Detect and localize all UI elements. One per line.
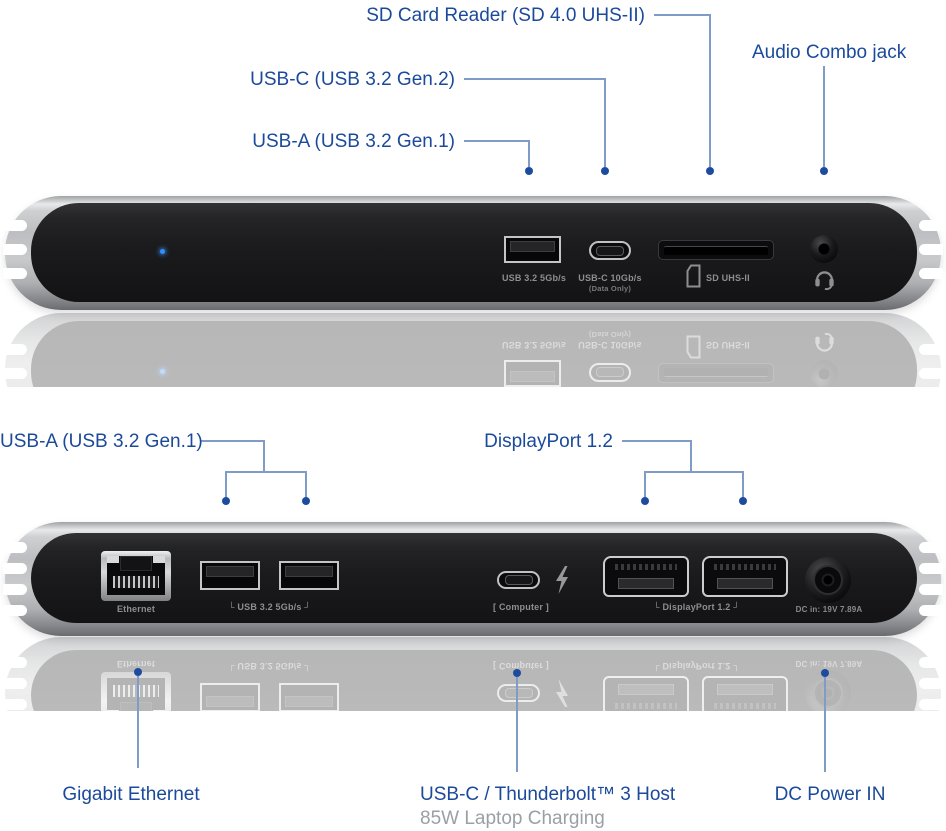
usbc-callout-line-v [604,78,606,167]
usba-back-callout-stem [263,440,265,473]
usba-back-dot-right [302,497,310,505]
dc-jack-label: DC in: 19V 7.89A [795,605,863,614]
back-dock-reflection: Ethernet └ USB 3.2 5Gb/s ┘ [ Computer ] … [0,637,946,711]
front-usb-c-port [589,241,631,260]
usba-back-callout-branch-right [305,471,307,498]
audio-callout-dot [820,167,828,175]
usbc-callout-dot [601,167,609,175]
dc-power-jack [805,557,851,603]
audio-callout-line-v [823,66,825,167]
dp-callout-branch-right [742,471,744,498]
dp-callout-branch-left [644,471,646,498]
label-dc-power: DC Power IN [774,784,886,805]
sd-card-icon [686,264,701,288]
displayport-port-1 [603,556,689,597]
label-audio-combo: Audio Combo jack [752,42,907,63]
headset-icon [815,271,834,291]
usba-callout-line-h [464,140,530,142]
sd-callout-line-v [709,14,711,167]
usba-back-callout-branch-left [225,471,227,498]
host-usb-c-port [497,571,540,589]
front-dock-reflection: USB 3.2 5Gb/s USB-C 10Gb/s (Data Only) S… [0,313,946,387]
front-usb-a-port-label: USB 3.2 5Gb/s [501,273,567,283]
host-callout-dot [513,669,521,677]
label-sd-card-reader: SD Card Reader (SD 4.0 UHS-II) [366,5,645,26]
usba-callout-line-v [528,140,530,167]
usba-back-callout-bracket [225,471,307,473]
dp-callout-stem [690,440,692,473]
ethernet-port-label: Ethernet [116,604,156,614]
dp-dot-right [739,497,747,505]
label-host-sub: 85W Laptop Charging [420,808,605,829]
back-usb-a-port-1 [200,561,260,590]
front-usb-c-port-label: USB-C 10Gb/s [578,273,642,283]
label-gigabit-ethernet: Gigabit Ethernet [62,784,200,805]
sd-callout-line-h [654,14,711,16]
power-led-icon [160,249,165,254]
host-usb-c-port-label: [ Computer ] [493,602,549,612]
usba-callout-dot [525,167,533,175]
front-dock: USB 3.2 5Gb/s USB-C 10Gb/s (Data Only) S… [3,196,943,310]
sd-card-slot [658,240,774,260]
displayport-port-2 [702,556,788,597]
label-displayport: DisplayPort 1.2 [484,431,613,452]
front-usb-a-port [504,236,561,263]
dp-callout-line-h [622,440,692,442]
ethernet-port [101,551,171,601]
thunderbolt-icon [556,566,568,594]
sd-callout-dot [706,167,714,175]
ethernet-callout-line-v [137,676,139,768]
usba-back-callout-line-h [200,440,265,442]
front-usb-c-port-sublabel: (Data Only) [588,284,632,293]
label-usb-c-front: USB-C (USB 3.2 Gen.2) [250,69,455,90]
label-usb-a-front: USB-A (USB 3.2 Gen.1) [252,131,455,152]
back-usb-a-port-2 [279,561,339,590]
dp-dot-left [641,497,649,505]
dc-callout-dot [821,669,829,677]
host-callout-line-v [516,677,518,772]
back-dock: Ethernet └ USB 3.2 5Gb/s ┘ [ Computer ] … [3,522,943,636]
label-host: USB-C / Thunderbolt™ 3 Host [420,784,676,805]
usbc-callout-line-h [464,78,606,80]
displayport-ports-label: └ DisplayPort 1.2 ┘ [653,602,740,612]
usba-back-dot-left [222,497,230,505]
label-usb-a-back: USB-A (USB 3.2 Gen.1) [0,431,203,452]
sd-slot-label: SD UHS-II [706,273,750,283]
ethernet-callout-dot [134,668,142,676]
dp-callout-bracket [644,471,744,473]
back-usb-ports-label: └ USB 3.2 5Gb/s ┘ [228,602,311,612]
dc-callout-line-v [824,677,826,772]
audio-jack-port [810,235,838,263]
